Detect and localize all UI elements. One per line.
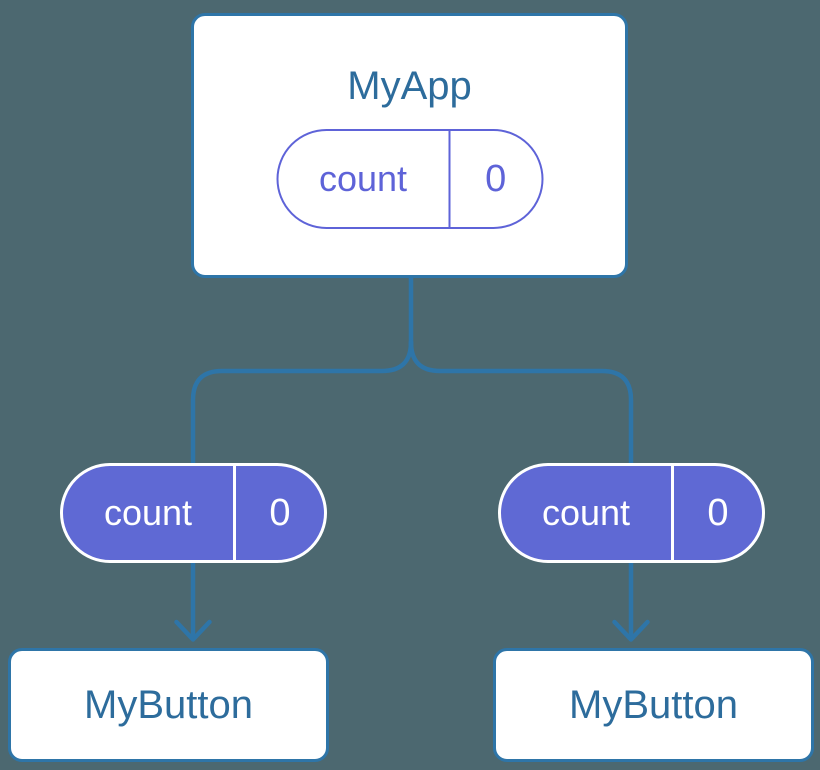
arrowhead-down-icon [612, 619, 650, 642]
node-mybutton-label: MyButton [84, 682, 253, 727]
pill-divider [233, 466, 236, 560]
prop-pill-value: 0 [269, 491, 291, 534]
connector-branch-left [190, 339, 414, 641]
node-myapp-label: MyApp [347, 64, 472, 108]
prop-pill-right: count 0 [498, 463, 765, 563]
pill-divider [448, 131, 451, 227]
state-pill-value: 0 [485, 157, 507, 200]
pill-divider [671, 466, 674, 560]
node-mybutton-left: MyButton [8, 648, 329, 762]
prop-pill-name: count [103, 492, 193, 533]
node-mybutton-right: MyButton [493, 648, 814, 762]
state-pill-name: count [318, 158, 408, 199]
node-myapp: MyApp count 0 [191, 13, 628, 278]
arrowhead-down-icon [174, 619, 212, 642]
state-pill-myapp: count 0 [276, 129, 543, 229]
prop-pill-value: 0 [707, 491, 729, 534]
node-mybutton-label: MyButton [569, 682, 738, 727]
prop-pill-name: count [541, 492, 631, 533]
prop-pill-left: count 0 [60, 463, 327, 563]
connector-branch-right [408, 339, 634, 641]
